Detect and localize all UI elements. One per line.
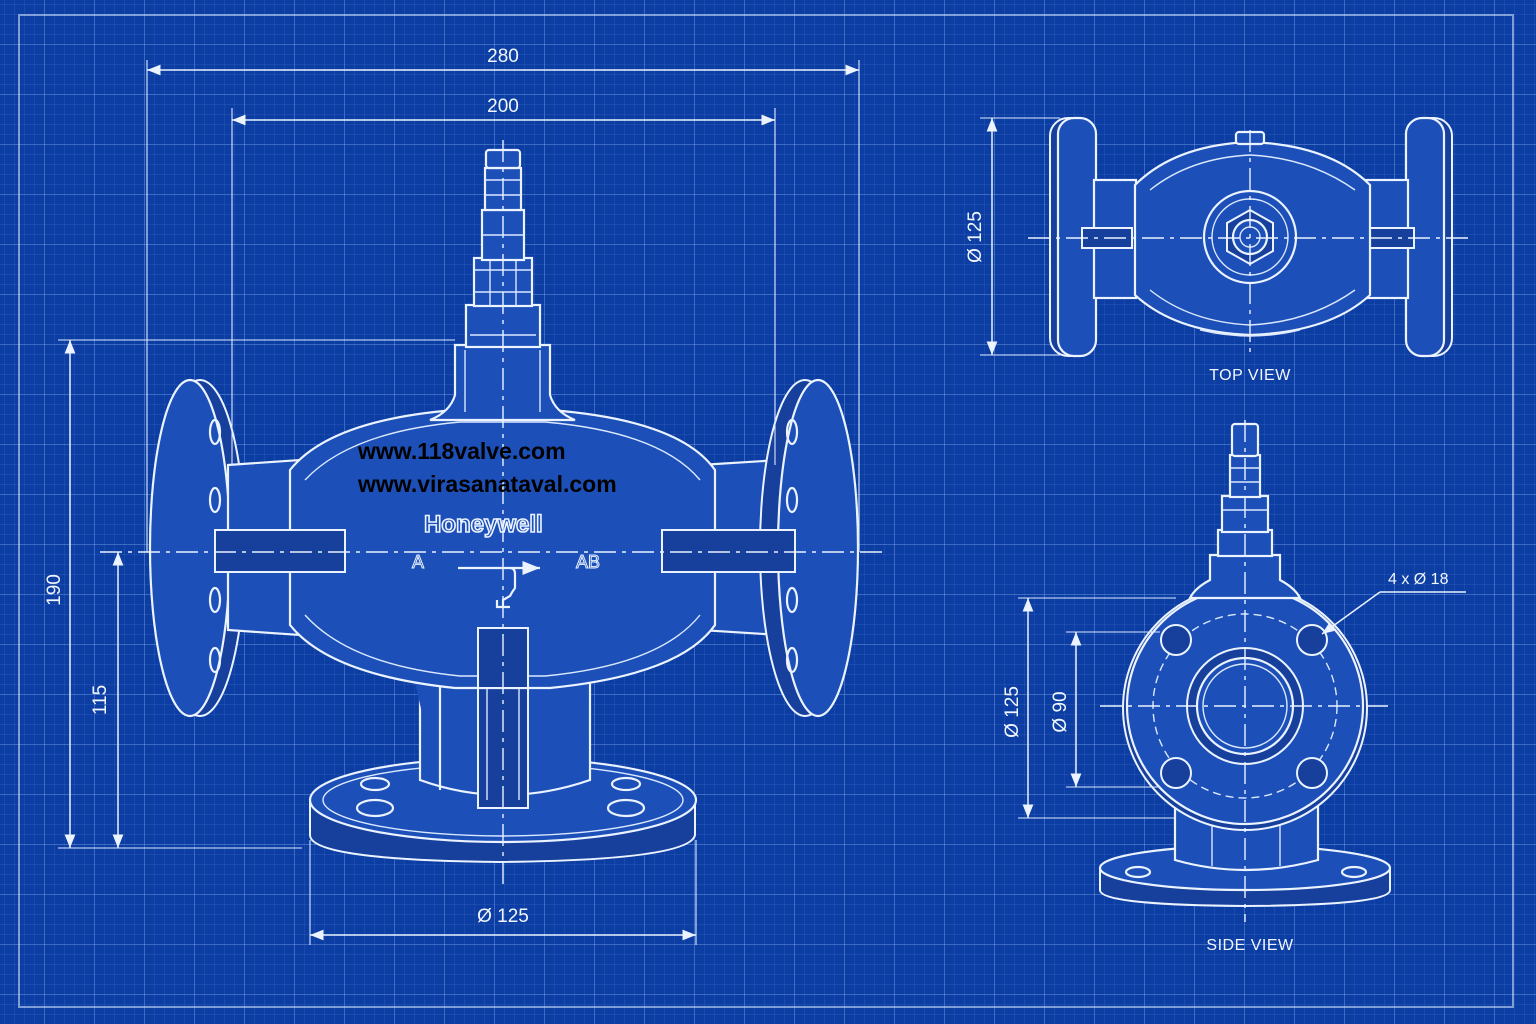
watermark-line-2: www.virasanataval.com xyxy=(357,471,617,497)
drawing-border xyxy=(18,14,1514,1008)
brand-logo: Honeywell xyxy=(424,511,543,538)
side-view-hole-callout: 4 x Ø 18 xyxy=(1388,571,1449,588)
side-view-dim-bolt-circle-text: Ø 90 xyxy=(1050,691,1071,732)
dim-115-text: 115 xyxy=(90,685,111,715)
dim-190-text: 190 xyxy=(44,574,65,606)
dim-center-height: 115 xyxy=(90,552,124,848)
dim-base-text: Ø 125 xyxy=(477,906,529,927)
dim-face-to-face: 200 xyxy=(231,96,776,465)
port-ab-label: AB xyxy=(576,552,600,572)
side-view: Ø 125 Ø 90 4 x Ø 18 SIDE VIEW xyxy=(1002,420,1466,954)
watermark-line-1: www.118valve.com xyxy=(357,438,566,464)
top-view-label: TOP VIEW xyxy=(1209,367,1291,384)
side-view-label: SIDE VIEW xyxy=(1206,937,1294,954)
side-view-dim-flange-text: Ø 125 xyxy=(1002,686,1023,738)
dim-total-height: 190 xyxy=(44,339,455,849)
dim-280-text: 280 xyxy=(487,46,519,67)
dim-overall-width: 280 xyxy=(146,46,860,552)
top-view: Ø 125 TOP VIEW xyxy=(965,116,1472,384)
dim-200-text: 200 xyxy=(487,96,519,117)
front-view: A AB Honeywell 280 200 1 xyxy=(44,46,888,945)
flow-arrow xyxy=(458,560,540,609)
port-a-label: A xyxy=(412,552,424,572)
top-view-dim-text: Ø 125 xyxy=(965,211,986,263)
dim-base-flange: Ø 125 xyxy=(309,840,697,945)
